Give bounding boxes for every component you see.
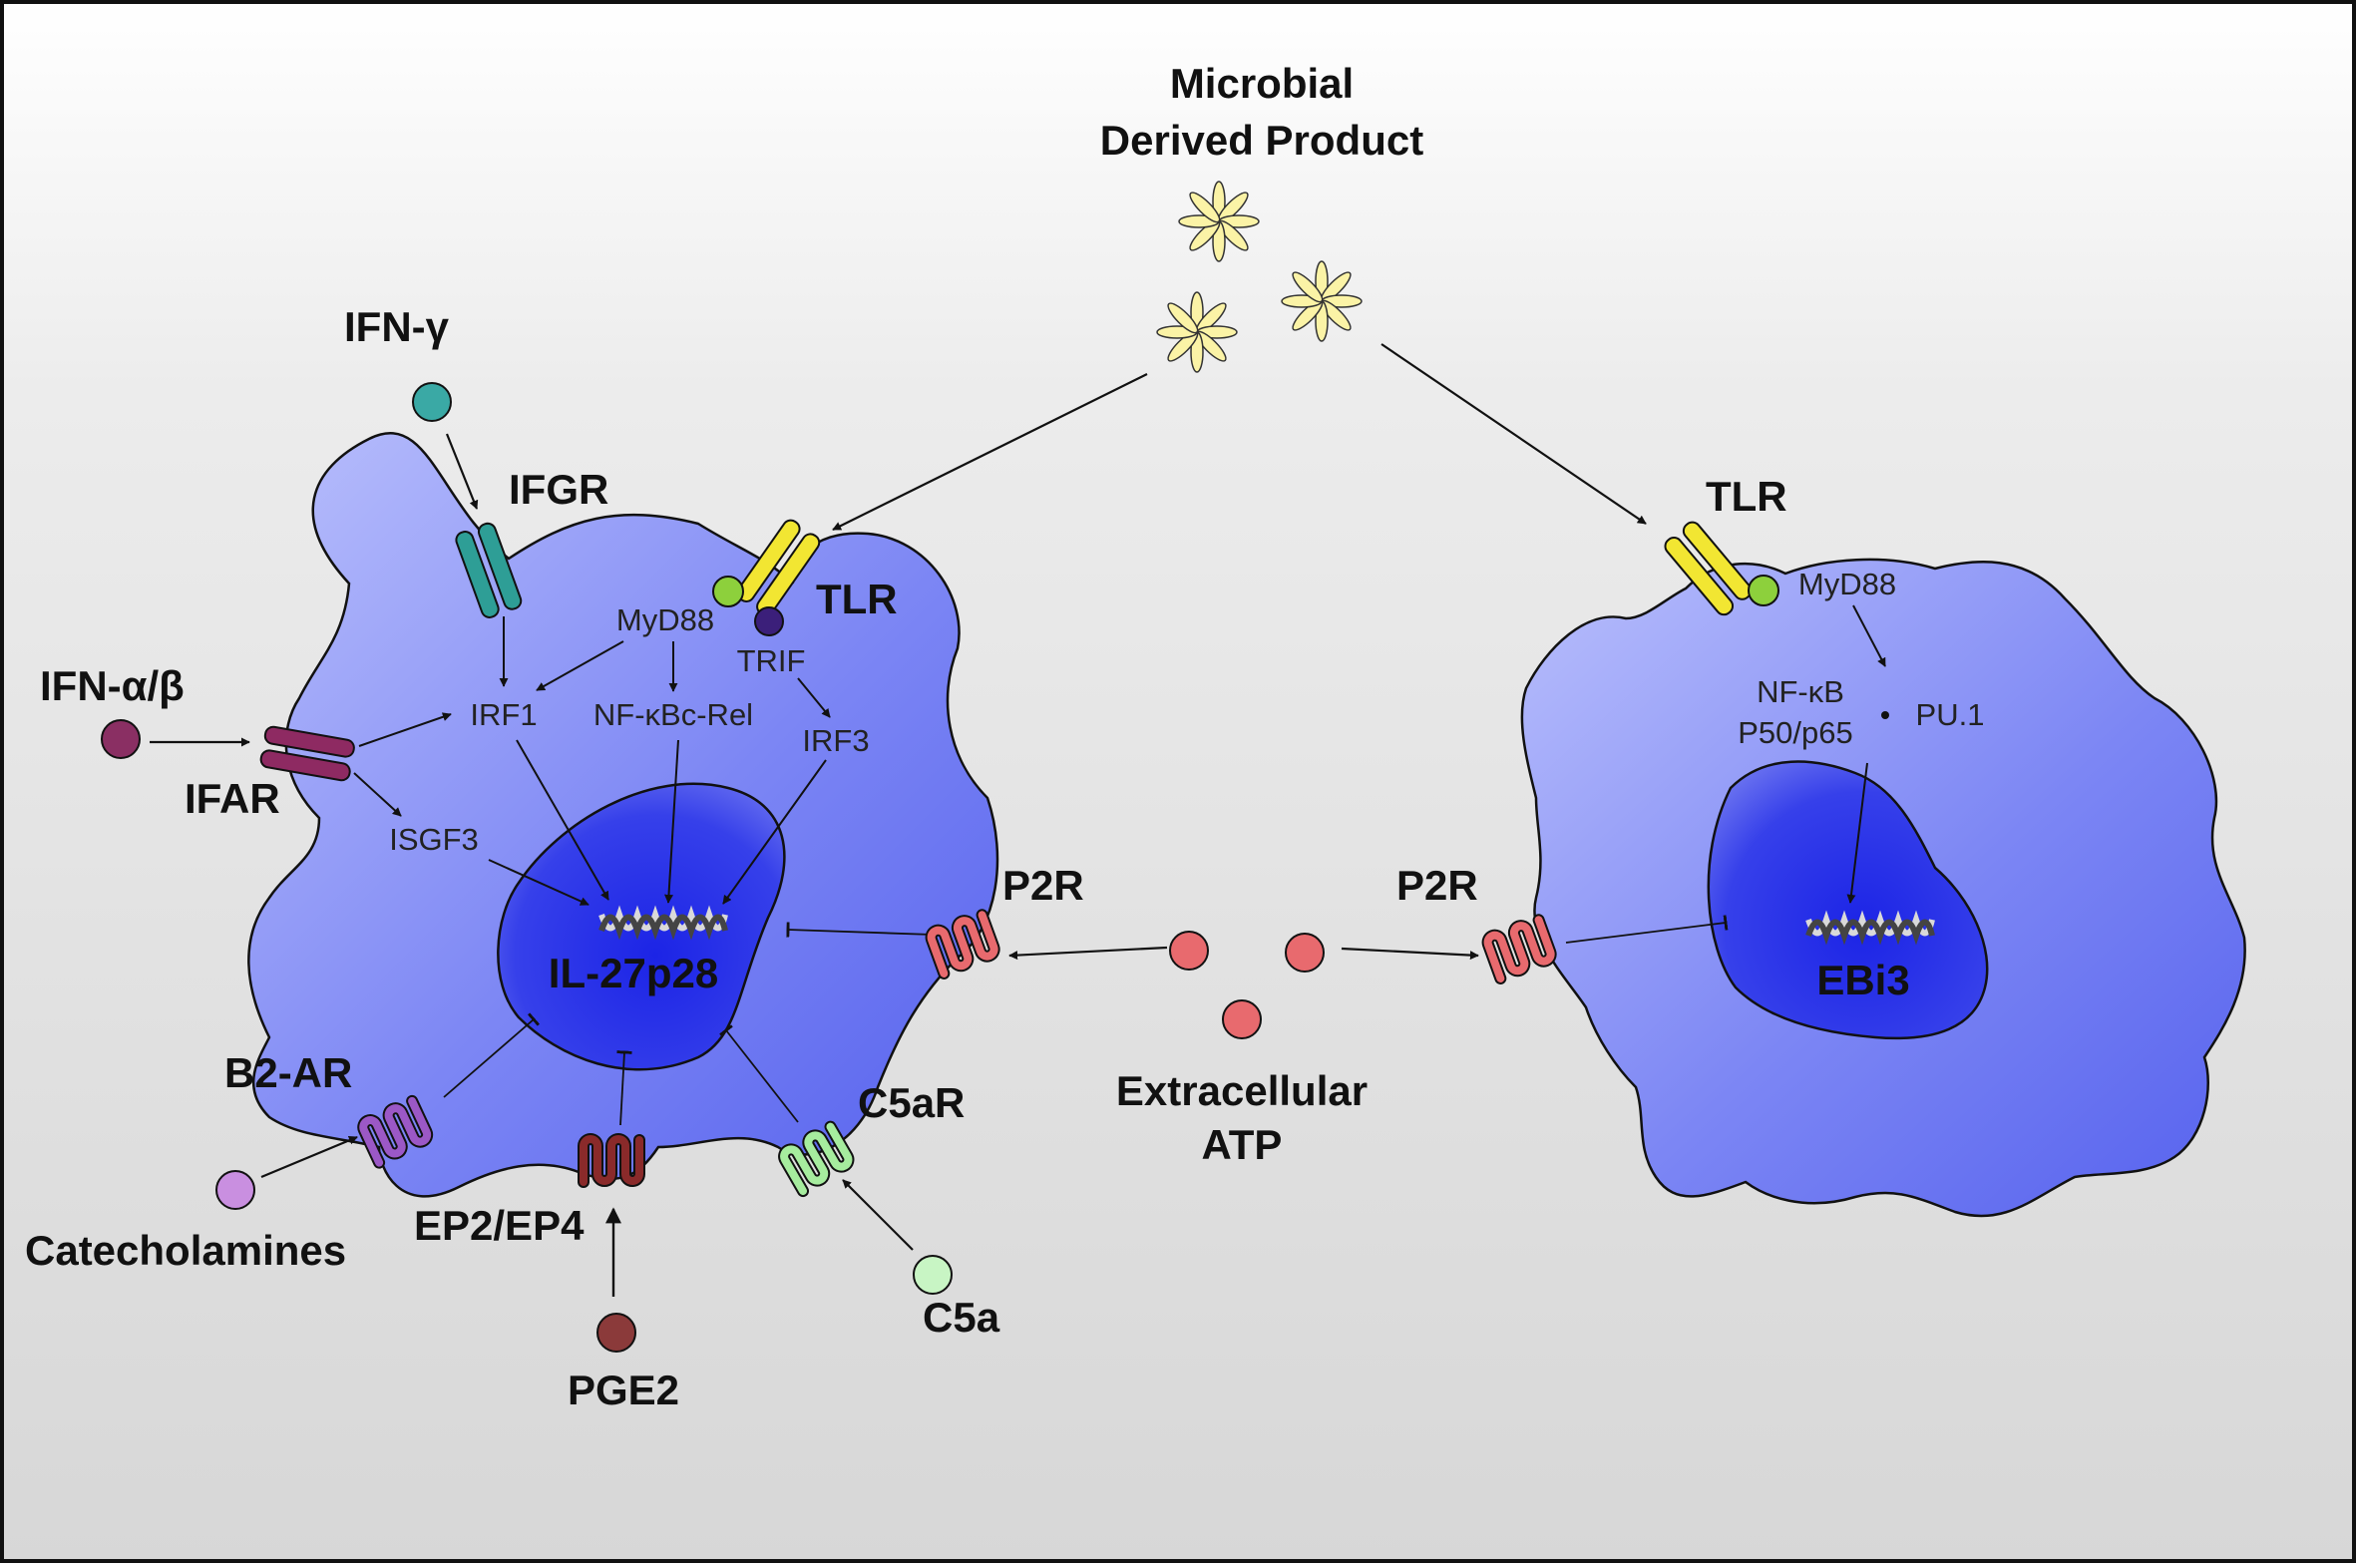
microbial-label-line1: Microbial bbox=[1170, 60, 1354, 107]
arrow-nfkb-to-gene bbox=[664, 739, 679, 904]
ifn-alpha-beta-label: IFN-α/β bbox=[40, 662, 185, 709]
ifgr-receptor-icon bbox=[455, 522, 523, 618]
ep2-ep4-label: EP2/EP4 bbox=[414, 1202, 585, 1249]
arrow-c5a-to-c5ar bbox=[842, 1179, 914, 1251]
ep2-ep4-receptor-icon bbox=[578, 1133, 645, 1188]
catecholamines-ligand bbox=[215, 1170, 255, 1210]
microbial-label-line2: Derived Product bbox=[1100, 117, 1423, 164]
b2ar-label: B2-AR bbox=[224, 1049, 352, 1096]
arrow-ifn-gamma-to-ifgr bbox=[445, 433, 479, 510]
right-tlr-label: TLR bbox=[1706, 473, 1787, 520]
arrow-atp-to-right-p2r bbox=[1341, 947, 1479, 961]
arrow-right-myd88-to-nfkb bbox=[1852, 604, 1886, 667]
microbial-product-icon bbox=[1156, 291, 1238, 373]
atp-molecule bbox=[1169, 931, 1209, 971]
arrow-ifar-to-irf1 bbox=[358, 712, 452, 747]
trif-adaptor bbox=[754, 606, 784, 636]
ifar-receptor-icon bbox=[259, 725, 355, 782]
c5a-ligand bbox=[913, 1255, 953, 1295]
atp-molecule bbox=[1222, 999, 1262, 1039]
isgf3-label: ISGF3 bbox=[389, 822, 479, 857]
trif-label: TRIF bbox=[737, 643, 806, 678]
pge2-label: PGE2 bbox=[568, 1367, 679, 1413]
inhibit-right-p2r-to-ebi3 bbox=[1565, 915, 1729, 944]
ifn-alpha-beta-ligand bbox=[101, 719, 141, 759]
inhibit-ep-to-gene bbox=[616, 1050, 632, 1126]
right-tlr-receptor-icon bbox=[1664, 521, 1753, 616]
left-p2r-outline bbox=[925, 909, 1000, 980]
arrow-ifar-to-isgf3 bbox=[353, 772, 402, 817]
left-tlr-label: TLR bbox=[816, 576, 898, 622]
arrow-irf3-to-gene bbox=[722, 759, 827, 905]
right-myd88-adaptor bbox=[1748, 575, 1779, 606]
atp-label-line2: ATP bbox=[1202, 1121, 1283, 1168]
complex-dot bbox=[1881, 711, 1889, 719]
b2ar-receptor-icon bbox=[357, 1094, 434, 1169]
arrow-irf1-to-gene bbox=[516, 739, 609, 901]
pu1-label: PU.1 bbox=[1916, 697, 1985, 732]
arrow-isgf3-to-gene bbox=[488, 859, 589, 906]
inhibit-b2ar-to-gene bbox=[443, 1012, 541, 1098]
atp-molecule bbox=[1285, 933, 1325, 973]
right-p2r-label: P2R bbox=[1396, 862, 1478, 909]
c5ar-label: C5aR bbox=[858, 1079, 965, 1126]
ifar-label: IFAR bbox=[185, 775, 280, 822]
catecholamines-label: Catecholamines bbox=[25, 1227, 346, 1274]
microbial-product-icon bbox=[1178, 181, 1260, 262]
arrow-microbe-to-left-tlr bbox=[832, 373, 1148, 531]
c5ar-receptor-icon bbox=[778, 1120, 855, 1198]
arrow-trif-to-irf3 bbox=[797, 677, 831, 718]
left-p2r-label: P2R bbox=[1002, 862, 1084, 909]
right-myd88-label: MyD88 bbox=[1798, 567, 1896, 601]
right-p2r-receptor-icon bbox=[1481, 914, 1557, 984]
arrow-atp-to-left-p2r bbox=[1008, 946, 1168, 961]
arrow-microbe-to-right-tlr bbox=[1380, 343, 1647, 525]
atp-label-line1: Extracellular bbox=[1116, 1067, 1368, 1114]
arrow-catecholamines-to-b2ar bbox=[260, 1135, 358, 1179]
il27p28-label: IL-27p28 bbox=[549, 950, 718, 996]
ifgr-label: IFGR bbox=[509, 466, 608, 513]
left-myd88-label: MyD88 bbox=[616, 602, 714, 637]
c5a-label: C5a bbox=[923, 1294, 1000, 1341]
p50p65-label: P50/p65 bbox=[1738, 715, 1853, 750]
arrow-nfkb-to-ebi3 bbox=[1846, 762, 1868, 904]
ebi3-label: EBi3 bbox=[1816, 957, 1909, 1003]
ifn-gamma-label: IFN-γ bbox=[344, 303, 450, 350]
irf3-label: IRF3 bbox=[802, 723, 869, 758]
arrow-myd88-to-irf1 bbox=[536, 640, 624, 691]
inhibit-c5ar-to-gene bbox=[719, 1024, 799, 1123]
microbial-product-icon bbox=[1281, 260, 1363, 342]
ifn-gamma-ligand bbox=[412, 382, 452, 422]
inhibit-left-p2r-to-gene bbox=[786, 922, 934, 938]
right-nfkb-label: NF-κB bbox=[1757, 674, 1844, 709]
nfkb-crel-label: NF-κBc-Rel bbox=[593, 697, 753, 732]
pge2-ligand bbox=[596, 1313, 636, 1353]
irf1-label: IRF1 bbox=[470, 697, 537, 732]
left-myd88-adaptor bbox=[712, 576, 744, 607]
